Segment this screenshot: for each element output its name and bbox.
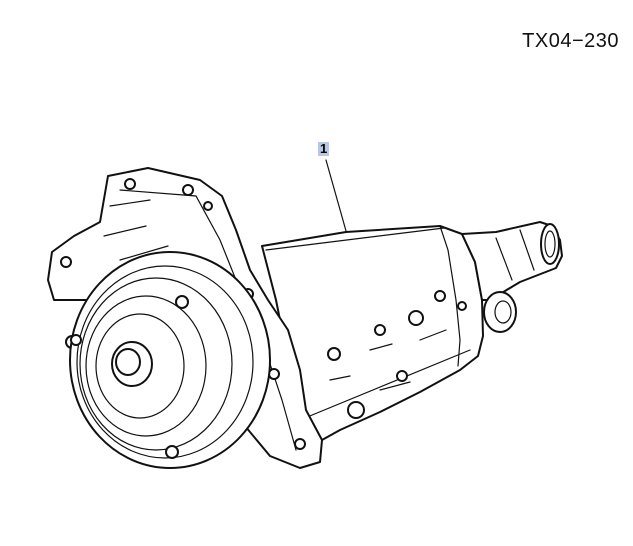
flange-bolt-hole-7 <box>294 438 306 450</box>
figure-code: TX04−230 <box>522 30 619 52</box>
torque-converter-ring-3 <box>85 295 207 437</box>
side-plug-inner <box>494 300 512 324</box>
tail-rib-2 <box>519 229 535 271</box>
output-shaft-inner <box>544 230 556 258</box>
case-boss-6 <box>347 401 365 419</box>
side-plug <box>483 291 517 333</box>
flange-bolt-hole-2 <box>182 184 194 196</box>
case-boss-7 <box>457 301 467 311</box>
flange-webbing <box>103 199 169 261</box>
converter-stud-2 <box>165 445 179 459</box>
case-ridge <box>265 227 445 251</box>
torque-converter-ring-2 <box>79 277 233 451</box>
case-boss-4 <box>327 347 341 361</box>
case-seam <box>439 225 461 367</box>
output-shaft-opening <box>540 223 560 265</box>
case-boss-3 <box>434 290 446 302</box>
converter-stud-1 <box>175 295 189 309</box>
case-detail-lines <box>329 329 447 391</box>
converter-hub-inner <box>115 348 141 376</box>
case-ridge-lower <box>299 349 471 421</box>
torque-converter-ring-1 <box>76 265 254 459</box>
case-boss-5 <box>396 370 408 382</box>
case-boss-2 <box>408 310 424 326</box>
tail-rib <box>495 237 513 281</box>
converter-stud-3 <box>70 334 82 346</box>
torque-converter-outer <box>69 251 271 469</box>
tail-housing <box>461 221 563 301</box>
case-boss-1 <box>374 324 386 336</box>
flange-bolt-hole-1 <box>124 178 136 190</box>
callout-leader-line <box>325 159 349 239</box>
flange-bolt-hole-4 <box>60 256 72 268</box>
flange-bolt-hole-3 <box>203 201 213 211</box>
torque-converter-ring-4 <box>95 313 185 419</box>
callout-label-1: 1 <box>318 141 330 156</box>
